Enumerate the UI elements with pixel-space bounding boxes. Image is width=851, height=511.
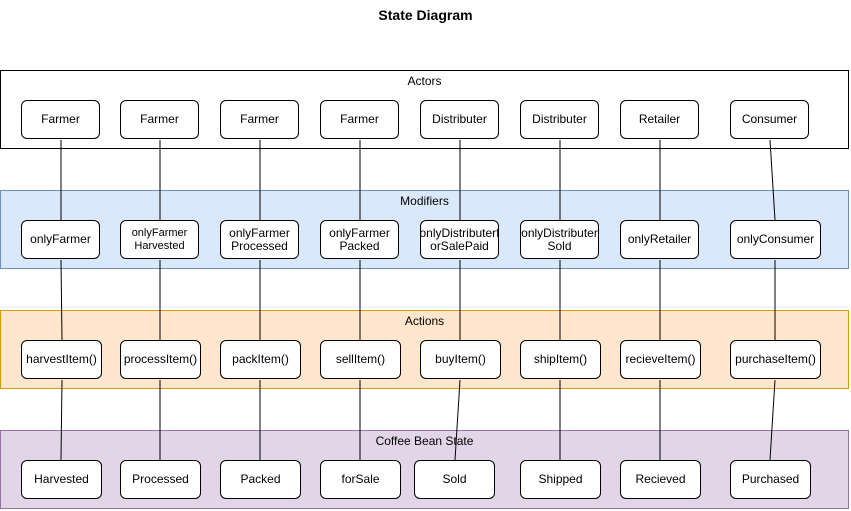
state-node-shipped: Shipped	[520, 460, 601, 499]
modifier-node-only-farmer-harvested: onlyFarmer Harvested	[120, 220, 199, 259]
actor-node-retailer: Retailer	[620, 100, 699, 139]
diagram-title: State Diagram	[378, 7, 473, 23]
actors-lane-label: Actors	[407, 74, 442, 88]
modifier-node-only-farmer: onlyFarmer	[21, 220, 100, 259]
action-node-sell-item: sellItem()	[320, 340, 401, 379]
state-node-recieved: Recieved	[620, 460, 701, 499]
actor-node-consumer: Consumer	[730, 100, 809, 139]
connector-line	[60, 379, 63, 461]
state-node-sold: Sold	[414, 460, 495, 499]
connector-line	[769, 139, 776, 221]
action-node-pack-item: packItem()	[220, 340, 301, 379]
actor-node-farmer-2: Farmer	[120, 100, 199, 139]
actor-node-farmer-4: Farmer	[320, 100, 399, 139]
modifier-node-only-retailer: onlyRetailer	[620, 220, 699, 259]
actions-lane-label: Actions	[404, 314, 445, 328]
modifier-node-only-distributer-for-sale-paid: onlyDistributerf orSalePaid	[420, 220, 499, 259]
modifier-node-only-consumer: onlyConsumer	[730, 220, 821, 259]
connector-line	[769, 379, 776, 461]
action-node-harvest-item: harvestItem()	[21, 340, 102, 379]
modifier-node-only-farmer-packed: onlyFarmer Packed	[320, 220, 399, 259]
action-node-process-item: processItem()	[120, 340, 201, 379]
actor-node-farmer-1: Farmer	[21, 100, 100, 139]
state-node-harvested: Harvested	[21, 460, 102, 499]
connector-line	[454, 379, 461, 461]
actor-node-distributer-2: Distributer	[520, 100, 599, 139]
state-node-purchased: Purchased	[730, 460, 811, 499]
state-lane-label: Coffee Bean State	[375, 434, 474, 448]
state-node-for-sale: forSale	[320, 460, 401, 499]
modifier-node-only-distributer-sold: onlyDistributer Sold	[520, 220, 599, 259]
state-node-packed: Packed	[220, 460, 301, 499]
action-node-purchase-item: purchaseItem()	[730, 340, 821, 379]
actor-node-farmer-3: Farmer	[220, 100, 299, 139]
actor-node-distributer-1: Distributer	[420, 100, 499, 139]
action-node-ship-item: shipItem()	[520, 340, 601, 379]
connector-line	[60, 259, 63, 341]
action-node-buy-item: buyItem()	[420, 340, 501, 379]
modifier-node-only-farmer-processed: onlyFarmer Processed	[220, 220, 299, 259]
modifiers-lane-label: Modifiers	[400, 194, 449, 208]
state-node-processed: Processed	[120, 460, 201, 499]
action-node-recieve-item: recieveItem()	[620, 340, 701, 379]
